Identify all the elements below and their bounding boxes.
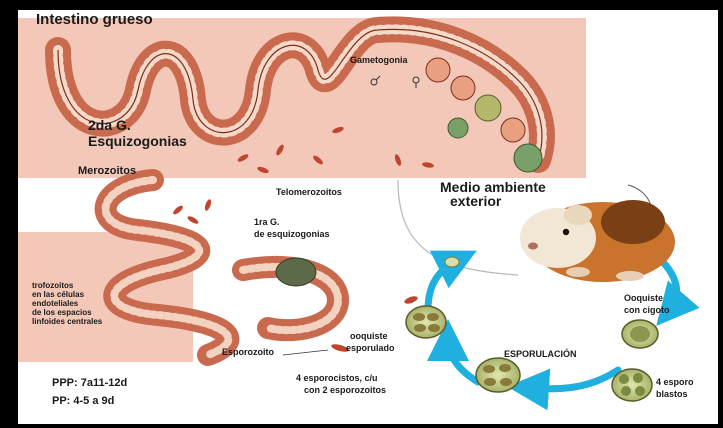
sporocysts-oocyst-illustration — [476, 358, 520, 392]
label-esquizogonias: Esquizogonias — [88, 134, 187, 149]
label-con-2-esporozoitos: con 2 esporozoitos — [304, 386, 386, 395]
label-primera-g: 1ra G. — [254, 218, 280, 227]
sporoblasts-oocyst-illustration — [612, 369, 652, 401]
diagram-artwork — [18, 10, 718, 424]
label-esporulacion: ESPORULACIÓN — [504, 350, 577, 359]
life-cycle-diagram: Intestino grueso Gametogonia 2da G. Esqu… — [18, 10, 718, 424]
label-gametogonia: Gametogonia — [350, 56, 408, 65]
oocyst-with-zygote-illustration — [622, 320, 658, 348]
label-segunda-g: 2da G. — [88, 118, 131, 133]
guinea-pig-host-illustration — [520, 200, 675, 282]
label-pp: PP: 4-5 a 9d — [52, 396, 114, 408]
small-oocyst-illustration — [445, 257, 459, 267]
label-exterior: exterior — [450, 194, 501, 209]
sporozoite-pointer — [283, 350, 328, 355]
label-linfoides-centrales: linfoides centrales — [32, 318, 102, 326]
label-telomerozoitos: Telomerozoitos — [276, 188, 342, 197]
label-4-esporoblastos-2: blastos — [656, 390, 688, 399]
label-ppp: PPP: 7a11-12d — [52, 378, 127, 390]
label-merozoitos: Merozoitos — [78, 166, 136, 178]
label-esporozoito: Esporozoito — [222, 348, 274, 357]
label-con-cigoto: con cigoto — [624, 306, 670, 315]
label-ooquiste: Ooquiste — [624, 294, 663, 303]
label-ooquiste-esporulado-1: ooquiste — [350, 332, 388, 341]
label-de-esquizogonias: de esquizogonias — [254, 230, 330, 239]
sporulated-oocyst-illustration — [406, 306, 446, 338]
label-4-esporocistos: 4 esporocistos, c/u — [296, 374, 378, 383]
label-ooquiste-esporulado-2: esporulado — [346, 344, 395, 353]
title-intestino-grueso: Intestino grueso — [36, 12, 153, 28]
label-4-esporoblastos-1: 4 esporo — [656, 378, 694, 387]
